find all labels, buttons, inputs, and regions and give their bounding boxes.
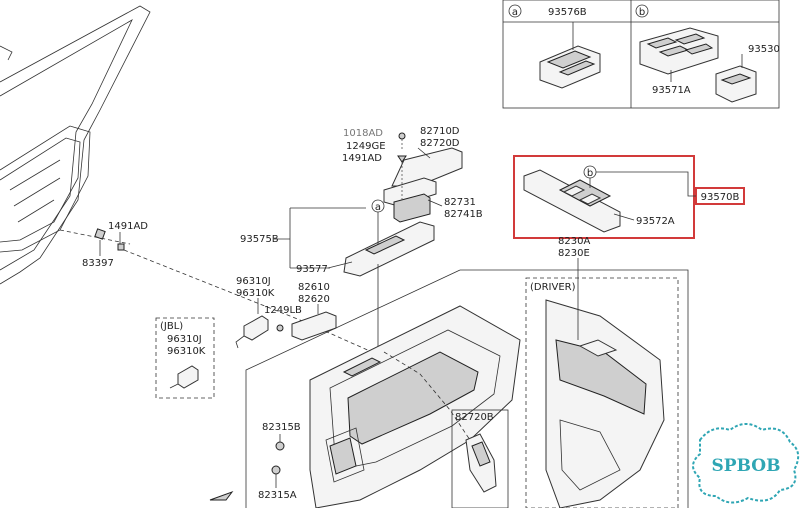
clip-82315B	[275, 441, 285, 451]
label-82741B: 82741B	[444, 209, 483, 220]
armrest-parts	[383, 132, 463, 223]
callout-a-text: a	[375, 202, 381, 213]
screw-1249LB	[276, 324, 284, 332]
clip-1491AD	[397, 155, 407, 163]
callout-b-text: b	[587, 168, 593, 179]
label-83397: 83397	[82, 258, 114, 269]
legend-frame	[502, 0, 780, 109]
door-trim-panel	[309, 305, 521, 508]
driver-group-box	[525, 277, 679, 508]
label-96310J-jbl: 96310J	[167, 334, 202, 345]
label-82610: 82610	[298, 282, 330, 293]
label-82620: 82620	[298, 294, 330, 305]
label-82720B: 82720B	[455, 412, 494, 423]
door-trim-bracket	[460, 269, 689, 508]
front-arrow-icon	[209, 490, 234, 501]
watermark-badge: SPBOB	[692, 423, 800, 504]
driver-door-trim	[545, 299, 665, 508]
label-96310K-jbl: 96310K	[167, 346, 206, 357]
legend-callout-a-text: a	[512, 7, 518, 18]
handle-82610	[276, 311, 337, 341]
clip-1491AD-left	[117, 243, 125, 251]
label-82720D: 82720D	[420, 138, 460, 149]
label-93575B: 93575B	[240, 234, 279, 245]
label-82731: 82731	[444, 197, 476, 208]
switch-panel-93575B: a	[343, 199, 435, 350]
driver-switch-panel: b	[523, 165, 621, 233]
label-1018AD: 1018AD	[343, 128, 383, 139]
switch-93571A-drawing	[639, 27, 757, 103]
cup-82741B	[393, 193, 431, 223]
handle-bracket-82720B	[451, 409, 509, 508]
tweeter-96310	[235, 315, 269, 349]
label-93572A: 93572A	[636, 216, 675, 227]
inner-handle-82720B	[465, 433, 497, 493]
label-1249GE: 1249GE	[346, 141, 386, 152]
label-8230E: 8230E	[558, 248, 590, 259]
jbl-group-box	[155, 317, 215, 399]
legend-callout-a	[508, 4, 522, 18]
clip-83397	[94, 228, 106, 240]
watermark-text: SPBOB	[712, 456, 781, 476]
clip-82315A	[271, 465, 281, 475]
door-frame	[0, 5, 151, 285]
highlight-box-93570B	[513, 155, 695, 239]
switch-bezel	[343, 221, 435, 277]
label-96310K: 96310K	[236, 288, 275, 299]
driver-group-label: (DRIVER)	[530, 282, 576, 293]
label-93530: 93530	[748, 44, 780, 55]
label-82315B: 82315B	[262, 422, 301, 433]
label-82710D: 82710D	[420, 126, 460, 137]
label-93571A: 93571A	[652, 85, 691, 96]
label-93577: 93577	[296, 264, 328, 275]
legend-box: a 93576B b 93530 93571A	[502, 0, 780, 109]
bracket-82731	[383, 177, 437, 207]
switch-93576B-drawing	[539, 22, 601, 89]
label-93570B: 93570B	[701, 192, 740, 203]
armrest-82710D	[391, 147, 463, 187]
label-1491AD-left: 1491AD	[108, 221, 148, 232]
label-93576B: 93576B	[548, 7, 587, 18]
jbl-group-label: (JBL)	[160, 321, 183, 332]
screw-1018AD	[398, 132, 406, 140]
label-1491AD-top: 1491AD	[342, 153, 382, 164]
legend-callout-b-text: b	[639, 7, 645, 18]
label-96310J: 96310J	[236, 276, 271, 287]
label-1249LB: 1249LB	[264, 305, 302, 316]
label-82315A: 82315A	[258, 490, 297, 501]
label-8230A: 8230A	[558, 236, 590, 247]
jbl-tweeter	[169, 365, 199, 389]
legend-callout-b	[635, 4, 649, 18]
